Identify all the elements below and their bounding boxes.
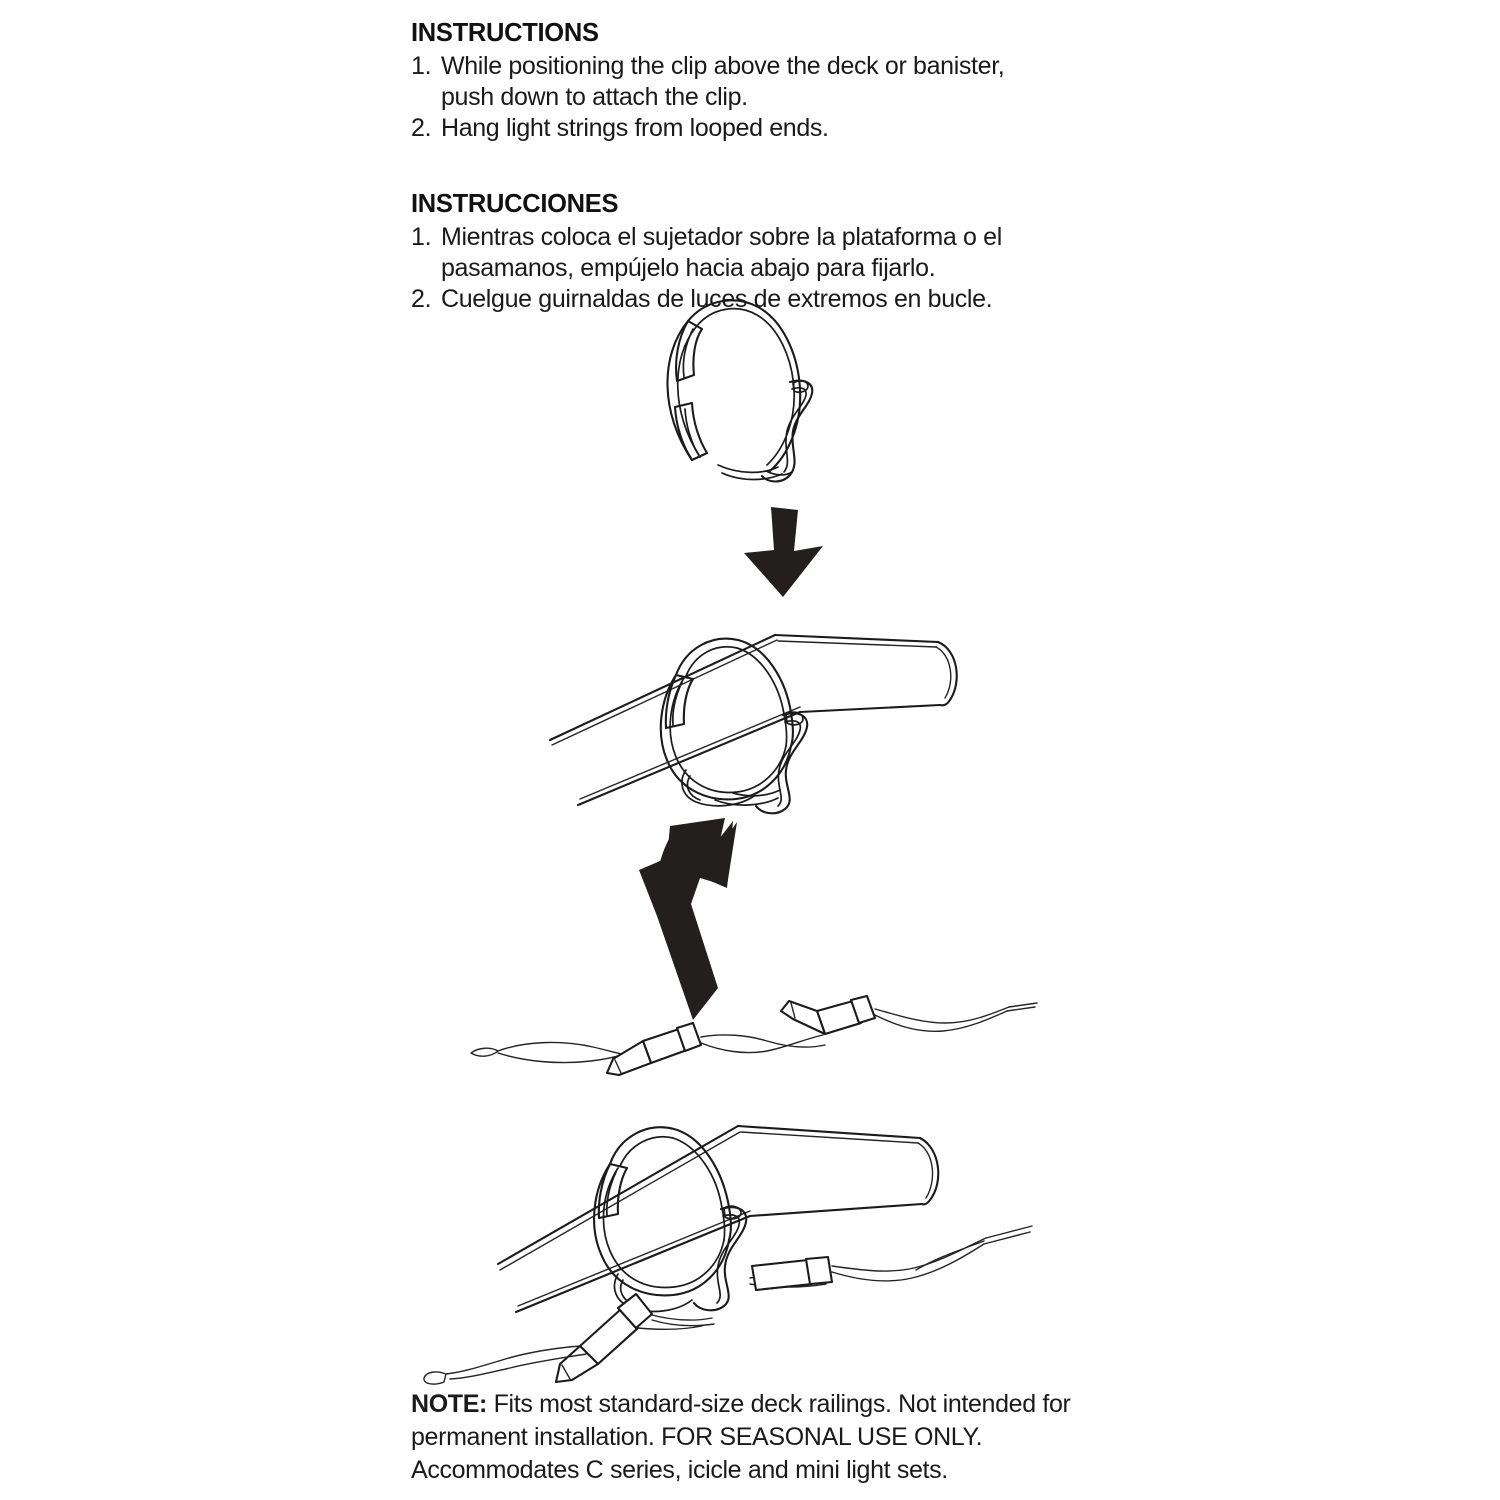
final-assembly-icon bbox=[423, 1124, 1033, 1385]
c-clip-icon bbox=[666, 299, 814, 483]
note-block: NOTE: Fits most standard-size deck raili… bbox=[411, 1388, 1101, 1487]
step-text: Mientras coloca el sujetador sobre la pl… bbox=[441, 222, 1071, 284]
figure-arrow-curved bbox=[615, 808, 780, 1030]
instructions-es-heading: INSTRUCCIONES bbox=[411, 190, 619, 218]
step-line-1: While positioning the clip above the dec… bbox=[441, 52, 1005, 80]
step-line-2: pasamanos, empújelo hacia abajo para fij… bbox=[441, 254, 936, 282]
instructions-en-heading: INSTRUCTIONS bbox=[411, 19, 599, 47]
instructions-en-step-1: 1. While positioning the clip above the … bbox=[411, 51, 1071, 113]
step-line-1: Mientras coloca el sujetador sobre la pl… bbox=[441, 223, 1002, 251]
figure-clip-alone bbox=[630, 285, 850, 500]
instructions-es-step-1: 1. Mientras coloca el sujetador sobre la… bbox=[411, 222, 1071, 284]
step-number: 1. bbox=[411, 223, 432, 251]
step-text: While positioning the clip above the dec… bbox=[441, 51, 1071, 113]
figure-arrow-down bbox=[735, 505, 835, 600]
instructions-en-step-2: 2. Hang light strings from looped ends. bbox=[411, 113, 1071, 144]
step-line-1: Hang light strings from looped ends. bbox=[441, 114, 829, 142]
section-spacer bbox=[411, 144, 1071, 189]
step-text: Hang light strings from looped ends. bbox=[441, 113, 1071, 144]
instructions-es-step-2: 2. Cuelgue guirnaldas de luces de extrem… bbox=[411, 284, 1071, 315]
figure-clip-on-railing bbox=[500, 600, 1000, 830]
arrow-curved-up-icon bbox=[639, 818, 737, 1020]
clip-on-railing-icon bbox=[548, 633, 958, 815]
note-line-1: NOTE: Fits most standard-size deck raili… bbox=[411, 1388, 1101, 1421]
figure-final-assembly bbox=[420, 1098, 1060, 1388]
light-string-icon bbox=[470, 994, 1038, 1077]
step-line-2: push down to attach the clip. bbox=[441, 83, 748, 111]
figure-light-string bbox=[465, 985, 1045, 1090]
step-line-1: Cuelgue guirnaldas de luces de extremos … bbox=[441, 285, 993, 313]
note-line-2: permanent installation. FOR SEASONAL USE… bbox=[411, 1423, 983, 1451]
step-number: 2. bbox=[411, 285, 432, 313]
step-number: 2. bbox=[411, 114, 432, 142]
note-line-1-text: Fits most standard-size deck railings. N… bbox=[487, 1390, 1071, 1418]
step-text: Cuelgue guirnaldas de luces de extremos … bbox=[441, 284, 1071, 315]
note-lead-label: NOTE: bbox=[411, 1390, 488, 1418]
arrow-down-icon bbox=[744, 507, 823, 597]
instructions-text-column: INSTRUCTIONS 1. While positioning the cl… bbox=[411, 18, 1071, 315]
note-line-3: Accommodates C series, icicle and mini l… bbox=[411, 1456, 948, 1484]
step-number: 1. bbox=[411, 52, 432, 80]
